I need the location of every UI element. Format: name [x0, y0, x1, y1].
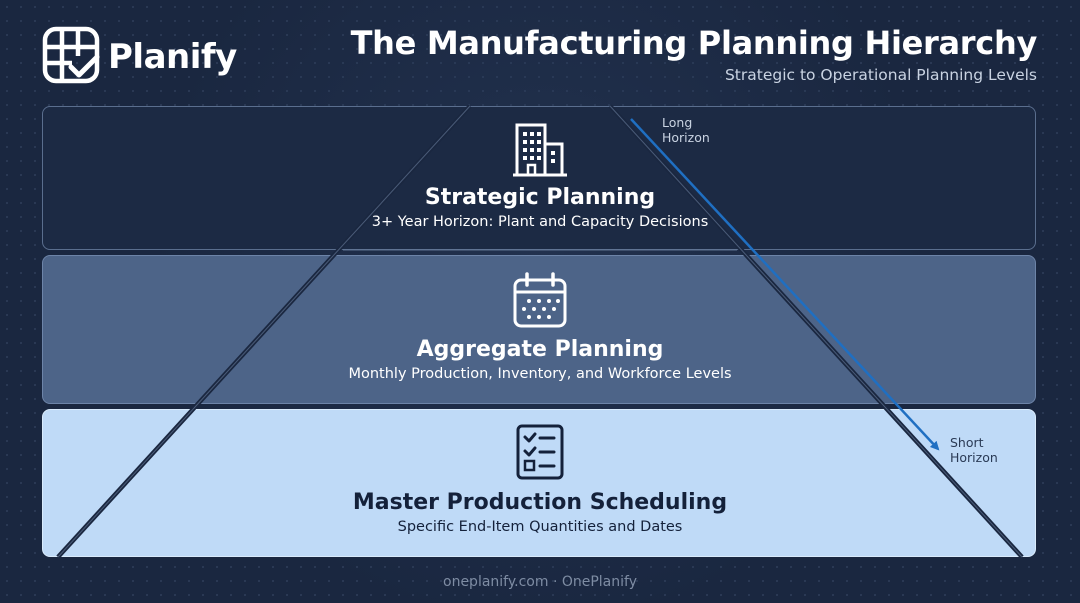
level-title: Strategic Planning: [424, 185, 656, 210]
grid-check-icon: [42, 26, 100, 88]
level-title: Master Production Scheduling: [352, 490, 728, 515]
short-horizon-label: Short Horizon: [950, 435, 998, 465]
short-horizon-line-1: Short: [950, 435, 984, 450]
level-master-production-scheduling: Master Production Scheduling Specific En…: [0, 423, 1080, 537]
footer-credit: oneplanify.com · OnePlanify: [443, 574, 637, 590]
level-strategic: Strategic Planning 3+ Year Horizon: Plan…: [0, 122, 1080, 232]
long-horizon-line-2: Horizon: [662, 130, 710, 145]
page-subtitle: Strategic to Operational Planning Levels: [724, 66, 1037, 84]
level-description: 3+ Year Horizon: Plant and Capacity Deci…: [371, 214, 709, 230]
level-title: Aggregate Planning: [416, 337, 664, 362]
level-description: Specific End-Item Quantities and Dates: [397, 519, 683, 535]
brand-name: Planify: [108, 37, 237, 77]
page-title: The Manufacturing Planning Hierarchy: [350, 24, 1038, 62]
level-description: Monthly Production, Inventory, and Workf…: [348, 366, 732, 382]
calendar-icon: [0, 272, 1080, 328]
long-horizon-line-1: Long: [662, 115, 693, 130]
long-horizon-label: Long Horizon: [662, 115, 710, 145]
checklist-icon: [0, 423, 1080, 481]
planify-logo: Planify: [42, 26, 237, 88]
short-horizon-line-2: Horizon: [950, 450, 998, 465]
level-aggregate: Aggregate Planning Monthly Production, I…: [0, 272, 1080, 384]
building-icon: [0, 122, 1080, 178]
